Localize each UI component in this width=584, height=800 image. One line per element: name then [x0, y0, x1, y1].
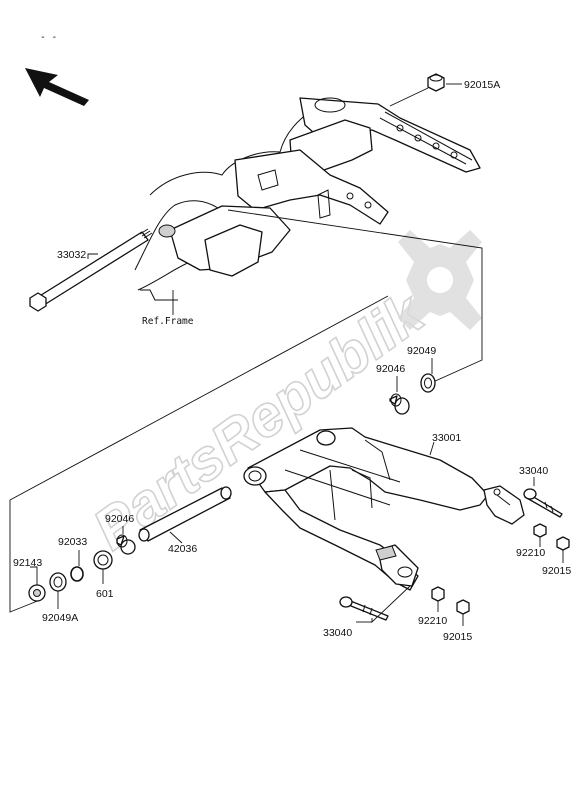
nut-92015-bottom: 92015: [443, 599, 472, 643]
label-601: 601: [96, 588, 114, 600]
label-92049: 92049: [407, 345, 436, 357]
front-direction-arrow-icon: [25, 68, 89, 106]
label-33001: 33001: [432, 432, 461, 444]
adjuster-bolt-33040-right: 33040: [519, 465, 563, 518]
label-92033: 92033: [58, 536, 87, 548]
label-92015-right: 92015: [542, 565, 571, 577]
bushing-92046-left: 92046: [105, 513, 136, 555]
seal-92049: 92049: [407, 345, 436, 393]
sleeve-42036: 42036: [138, 486, 232, 555]
label-33040-right: 33040: [519, 465, 548, 477]
assembly-outline: [9, 209, 483, 613]
label-42036: 42036: [168, 543, 197, 555]
ref-frame-callout: Ref.Frame: [142, 290, 194, 327]
label-92015A: 92015A: [464, 79, 500, 91]
nut-92210-bottom: 92210: [418, 586, 447, 627]
label-92143: 92143: [13, 557, 42, 569]
label-92046-top: 92046: [376, 363, 405, 375]
watermark: PartsRepublik: [81, 230, 482, 563]
svg-text:PartsRepublik: PartsRepublik: [81, 279, 437, 562]
label-92046-left: 92046: [105, 513, 134, 525]
nut-92015A: 92015A: [389, 73, 500, 107]
nut-92210-right: 92210: [516, 523, 547, 559]
corner-mark: - -: [40, 32, 57, 43]
adjuster-bolt-33040-bottom: 33040: [323, 585, 411, 639]
label-92210-right: 92210: [516, 547, 545, 559]
label-92210-bottom: 92210: [418, 615, 447, 627]
bushing-92046-top: 92046: [376, 363, 410, 415]
gear-icon: [398, 230, 482, 330]
ref-frame-label: Ref.Frame: [142, 316, 194, 327]
label-92015-bottom: 92015: [443, 631, 472, 643]
label-92049A: 92049A: [42, 612, 78, 624]
frame-assembly: [134, 97, 481, 301]
seal-92049A: 92049A: [42, 572, 78, 624]
cap-92143: 92143: [13, 557, 46, 602]
pivot-hole: [158, 224, 176, 238]
bearing-601: 601: [93, 550, 114, 600]
label-33040-bottom: 33040: [323, 627, 352, 639]
circlip-92033: 92033: [58, 536, 87, 582]
pivot-shaft-33032: 33032: [29, 228, 153, 312]
nut-92015-right: 92015: [542, 536, 571, 577]
swingarm-33001: 33001: [243, 427, 525, 591]
label-33032: 33032: [57, 249, 86, 261]
